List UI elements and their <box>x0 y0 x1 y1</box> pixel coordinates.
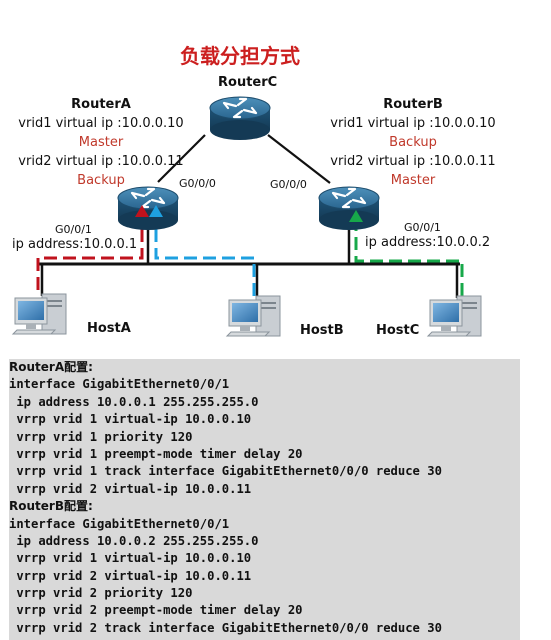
hostc-icon <box>427 295 482 337</box>
config-panel: RouterA配置: interface GigabitEthernet0/0/… <box>9 359 520 640</box>
config-line: vrrp vrid 1 track interface GigabitEther… <box>9 464 442 479</box>
routerb-vrid1-role: Backup <box>389 135 437 150</box>
config-line: vrrp vrid 1 virtual-ip 10.0.0.10 <box>9 551 252 566</box>
network-diagram <box>12 95 482 337</box>
hostb-label: HostB <box>300 323 344 338</box>
routerb-label: RouterB <box>383 97 443 112</box>
routera-config-header: RouterA配置: <box>9 360 93 374</box>
routerb-vrid2-ip: vrid2 virtual ip :10.0.0.11 <box>330 154 496 169</box>
routerb-icon <box>317 185 381 232</box>
routerb-config-header: RouterB配置: <box>9 499 93 514</box>
path-hostb-blue <box>154 222 256 296</box>
routera-ip-address: ip address:10.0.0.1 <box>12 237 138 252</box>
hosta-icon <box>12 293 67 335</box>
routera-uplink-port: G0/0/0 <box>179 177 216 190</box>
routera-vrid2-ip: vrid2 virtual ip :10.0.0.11 <box>18 154 184 169</box>
routera-label: RouterA <box>71 97 131 112</box>
path-hosta-red <box>36 222 144 290</box>
link-routerc-routerb <box>267 134 331 184</box>
config-line: ip address 10.0.0.2 255.255.255.0 <box>9 533 259 548</box>
routera-downlink-port: G0/0/1 <box>55 223 92 236</box>
arrow-green-icon <box>349 210 363 222</box>
routerc-icon <box>208 95 272 142</box>
arrow-red-icon <box>135 205 149 217</box>
routera-info: RouterA vrid1 virtual ip :10.0.0.10 Mast… <box>8 95 194 190</box>
config-line: vrrp vrid 1 preempt-mode timer delay 20 <box>9 446 303 461</box>
routerb-vrid1-ip: vrid1 virtual ip :10.0.0.10 <box>330 116 496 131</box>
diagram-title: 负载分担方式 <box>180 44 300 68</box>
routera-vrid2-role: Backup <box>77 173 125 188</box>
config-line: ip address 10.0.0.1 255.255.255.0 <box>9 394 259 409</box>
config-line: interface GigabitEthernet0/0/1 <box>9 516 230 531</box>
config-line: vrrp vrid 2 virtual-ip 10.0.0.11 <box>9 568 252 583</box>
config-line: vrrp vrid 2 priority 120 <box>9 586 193 601</box>
routera-vrid1-role: Master <box>78 135 124 150</box>
arrow-blue-icon <box>149 205 163 217</box>
hostb-icon <box>226 295 281 337</box>
config-line: vrrp vrid 1 priority 120 <box>9 429 193 444</box>
routerb-ip-address: ip address:10.0.0.2 <box>365 235 491 250</box>
routera-vrid1-ip: vrid1 virtual ip :10.0.0.10 <box>18 116 184 131</box>
config-line: interface GigabitEthernet0/0/1 <box>9 377 230 392</box>
routerb-downlink-port: G0/0/1 <box>404 221 441 234</box>
config-line: vrrp vrid 2 preempt-mode timer delay 20 <box>9 603 303 618</box>
routerb-vrid2-role: Master <box>390 173 436 188</box>
hosta-label: HostA <box>87 321 131 336</box>
routerb-uplink-port: G0/0/0 <box>270 178 307 191</box>
routerb-info: RouterB vrid1 virtual ip :10.0.0.10 Back… <box>323 95 503 190</box>
config-line: vrrp vrid 1 virtual-ip 10.0.0.10 <box>9 412 252 427</box>
link-routerc-routera <box>157 134 206 183</box>
routera-icon <box>116 185 180 232</box>
config-line: vrrp vrid 2 track interface GigabitEther… <box>9 620 442 635</box>
routerc-label: RouterC <box>218 75 278 90</box>
hostc-label: HostC <box>376 323 420 338</box>
path-hostc-green <box>354 228 464 296</box>
config-line: vrrp vrid 2 virtual-ip 10.0.0.11 <box>9 481 252 496</box>
